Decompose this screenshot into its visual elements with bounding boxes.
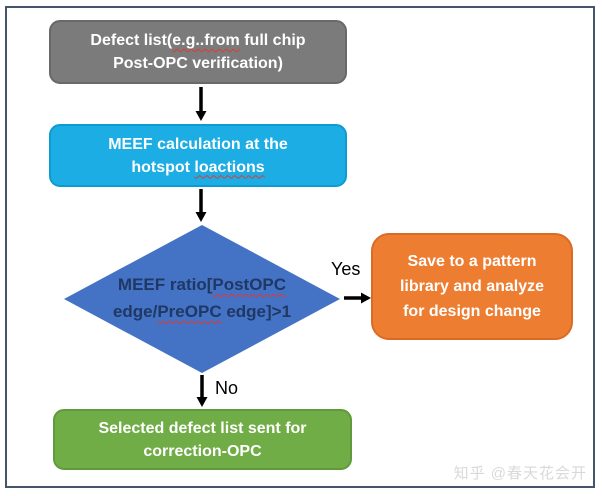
yes-label: Yes [331, 259, 361, 279]
arrow-defect-to-meef [195, 87, 207, 121]
no-label: No [215, 378, 239, 398]
save-pattern-text-line2: library and analyze [399, 278, 545, 295]
decision-text-pre: MEEF ratio[ [117, 275, 213, 294]
node-save-pattern-library-text: Save to a pattern library and analyze fo… [373, 249, 571, 324]
node-selected-defect-list-text: Selected defect list sent for correction… [55, 417, 350, 463]
border-frame [5, 6, 595, 488]
node-save-pattern-library: Save to a pattern library and analyze fo… [371, 233, 573, 340]
defect-list-text-misspell: e.g..from [172, 32, 240, 49]
selected-defect-text-line1: Selected defect list sent for [98, 419, 307, 437]
decision-text-post: edge]>1 [221, 302, 292, 321]
defect-list-text-line2: Post-OPC verification) [113, 55, 283, 72]
decision-diamond-shape [64, 225, 340, 373]
node-meef-calculation: MEEF calculation at the hotspot loaction… [49, 124, 347, 187]
save-pattern-text-line1: Save to a pattern [407, 253, 537, 270]
zhihu-watermark: 知乎 @春天花会开 [453, 465, 587, 482]
decision-text-mid: edge/ [112, 302, 158, 321]
decision-text-misspell-2: PreOPC [157, 302, 222, 321]
meef-calc-text-pre: hotspot [131, 158, 195, 176]
node-meef-calculation-text: MEEF calculation at the hotspot loaction… [51, 133, 345, 179]
node-defect-list: Defect list(e.g..from full chip Post-OPC… [49, 20, 347, 84]
selected-defect-text-line2: correction-OPC [143, 442, 262, 460]
node-selected-defect-list: Selected defect list sent for correction… [53, 409, 352, 470]
arrow-decision-to-save [344, 292, 371, 304]
decision-text-misspell-1: PostOPC [212, 275, 287, 294]
defect-list-text-post: full chip [239, 32, 306, 49]
node-defect-list-text: Defect list(e.g..from full chip Post-OPC… [51, 29, 345, 75]
decision-diamond-text: MEEF ratio[PostOPC edge/PreOPC edge]>1 [82, 271, 322, 325]
meef-calc-text-misspell: loactions [194, 158, 265, 176]
arrow-decision-to-selected [196, 375, 208, 407]
arrow-meef-to-decision [195, 189, 207, 222]
defect-list-text-pre: Defect list( [90, 32, 173, 49]
meef-calc-text-line1: MEEF calculation at the [108, 135, 288, 153]
save-pattern-text-line3: for design change [403, 303, 541, 320]
